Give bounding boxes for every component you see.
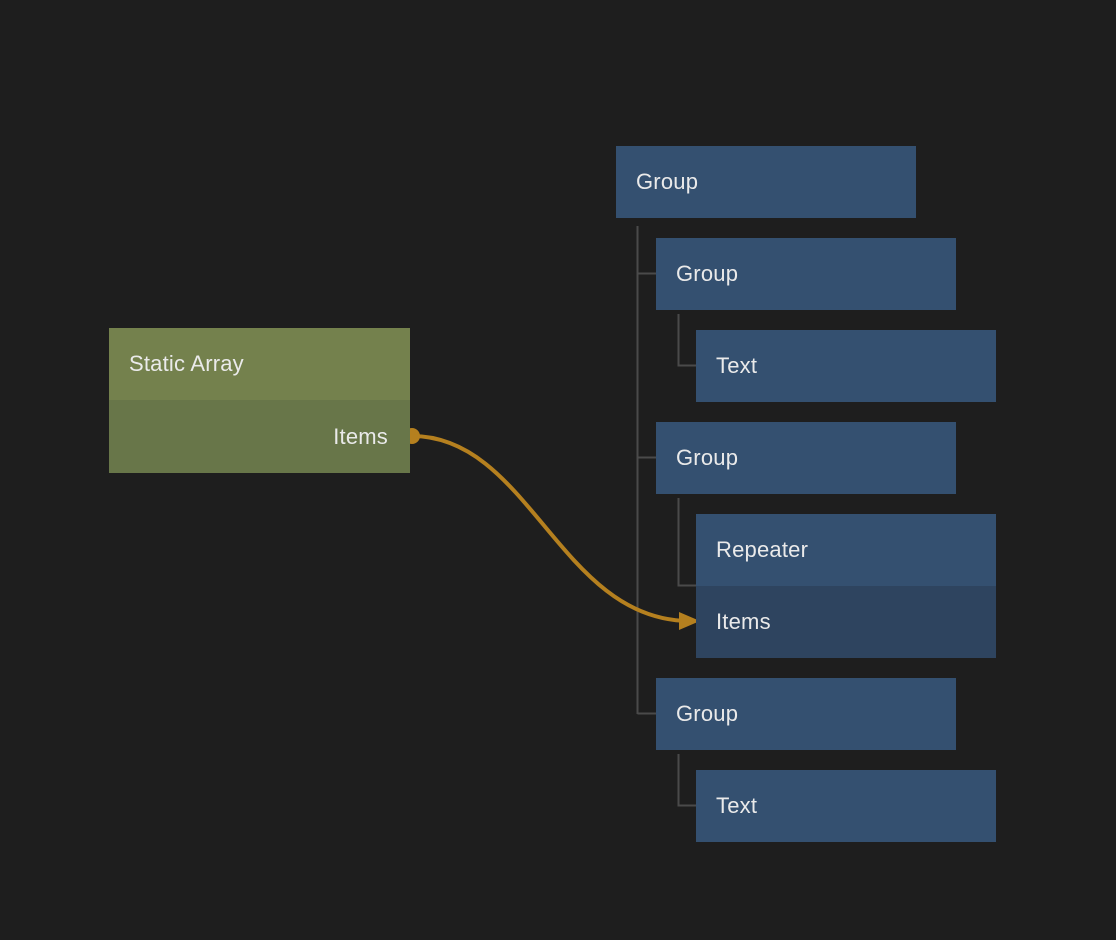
node-text-1[interactable]: Text (696, 330, 996, 402)
node-repeater-title: Repeater (716, 537, 809, 562)
node-group-2-header[interactable]: Group (656, 422, 956, 494)
node-text-1-header[interactable]: Text (696, 330, 996, 402)
connection-curve (410, 434, 692, 623)
node-group-1-header[interactable]: Group (656, 238, 956, 310)
node-group-2-title: Group (676, 445, 739, 470)
node-group-3-title: Group (676, 701, 739, 726)
node-group-3-header[interactable]: Group (656, 678, 956, 750)
node-group-1-title: Group (676, 261, 739, 286)
node-repeater-input-items[interactable]: Items (696, 586, 996, 658)
node-group-1[interactable]: Group (656, 238, 956, 310)
node-static-array-header[interactable]: Static Array (109, 328, 410, 400)
node-group-root-header[interactable]: Group (616, 146, 916, 218)
node-repeater[interactable]: Repeater Items (696, 514, 996, 658)
port-label-items: Items (333, 423, 388, 449)
node-group-2[interactable]: Group (656, 422, 956, 494)
node-text-1-title: Text (716, 353, 758, 378)
node-text-2-title: Text (716, 793, 758, 818)
input-label-items: Items (716, 609, 771, 634)
node-group-3[interactable]: Group (656, 678, 956, 750)
node-text-2-header[interactable]: Text (696, 770, 996, 842)
node-static-array[interactable]: Static Array Items (109, 328, 410, 473)
node-text-2[interactable]: Text (696, 770, 996, 842)
node-static-array-port-items[interactable]: Items (109, 400, 410, 473)
node-repeater-header[interactable]: Repeater (696, 514, 996, 586)
node-group-root[interactable]: Group (616, 146, 916, 218)
node-static-array-title: Static Array (129, 351, 244, 376)
node-group-root-title: Group (636, 169, 699, 194)
